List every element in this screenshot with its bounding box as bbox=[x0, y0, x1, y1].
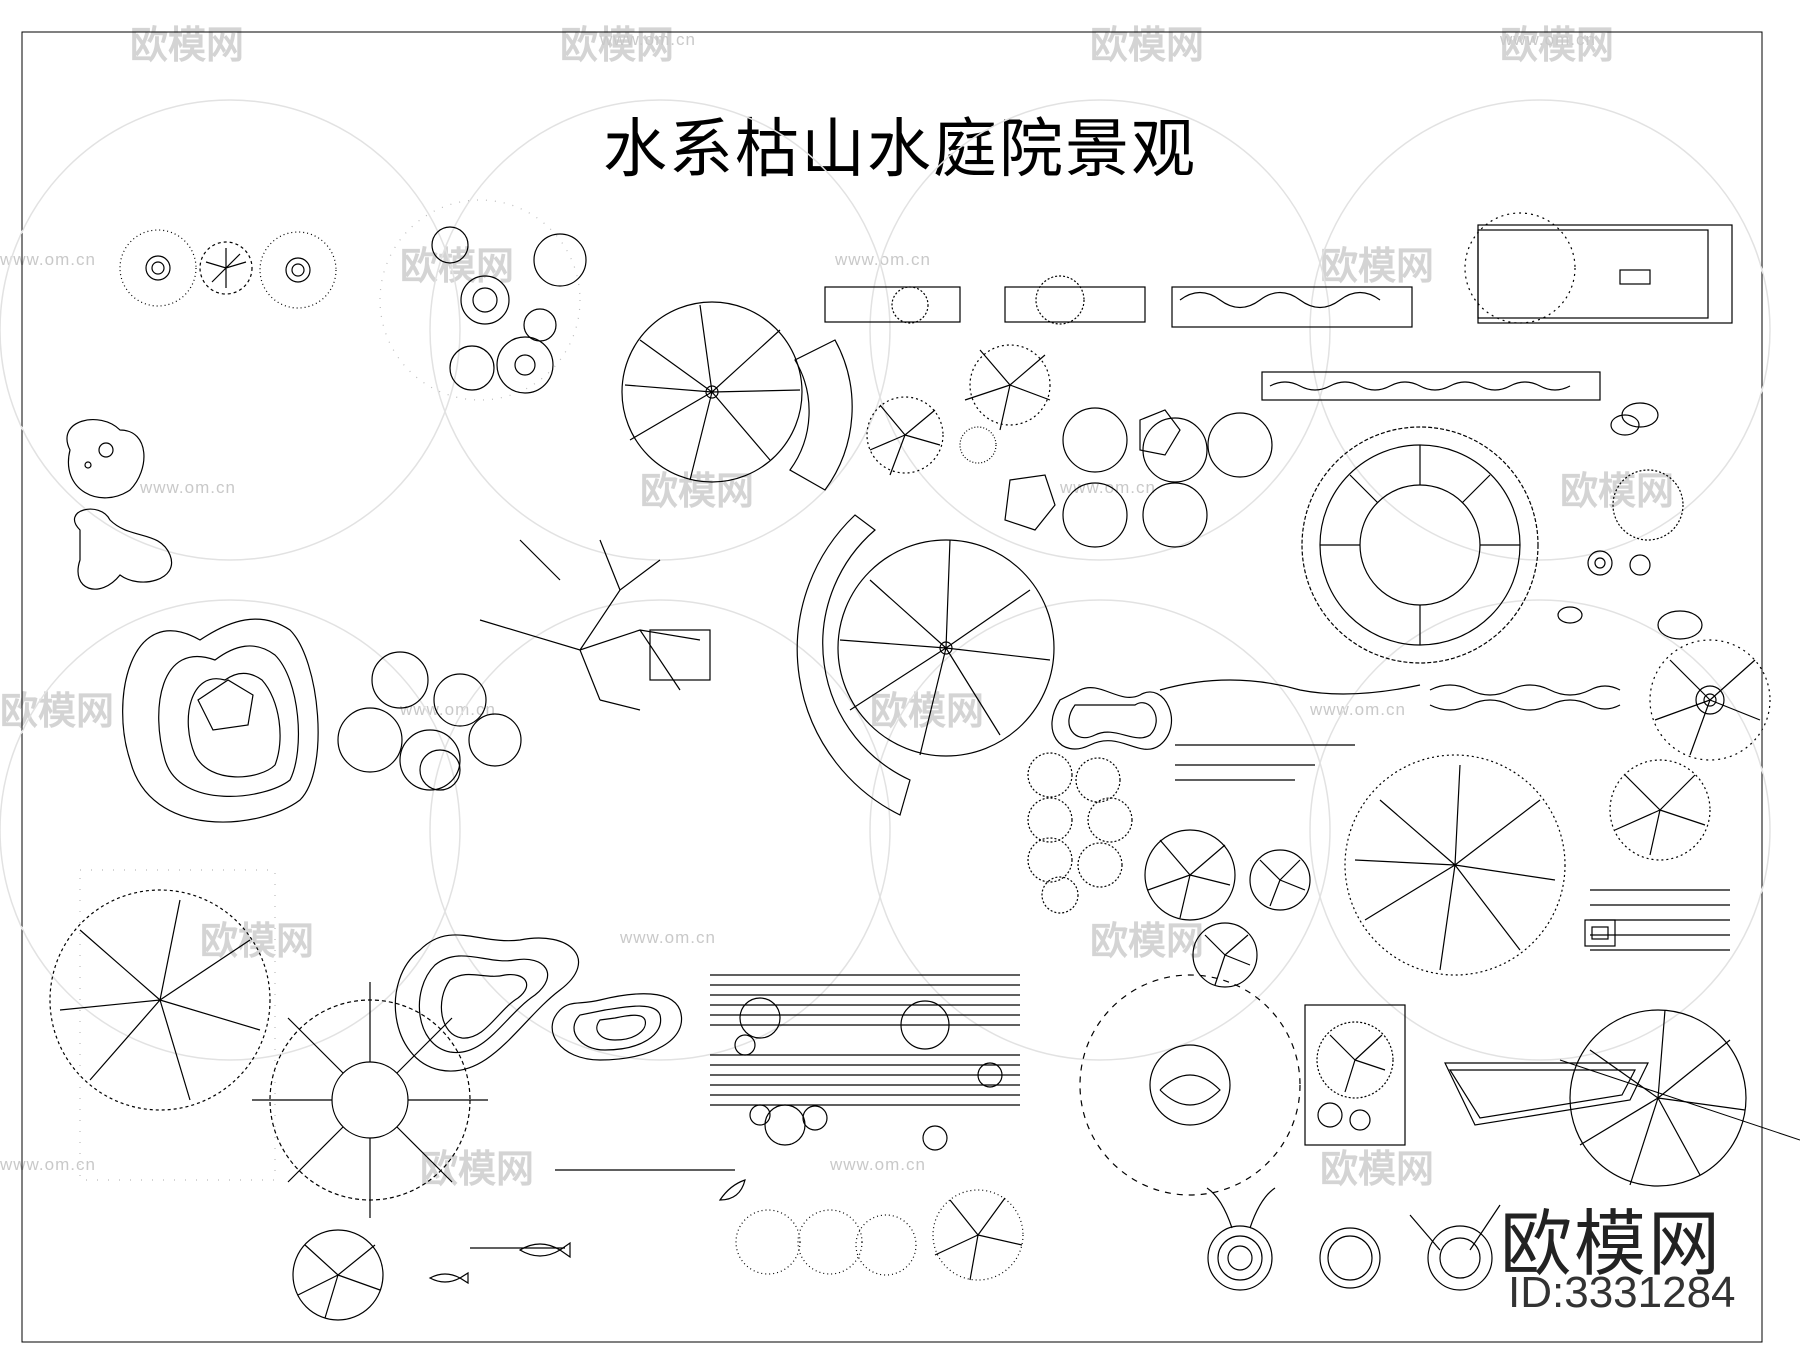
shrub-cluster-icon bbox=[379, 199, 587, 401]
tree-plan-icon bbox=[252, 982, 488, 1321]
tree-plan-icon bbox=[866, 344, 1051, 476]
planter-box-icon bbox=[1444, 1062, 1649, 1126]
document-id: ID:3331284 bbox=[1508, 1268, 1736, 1317]
tree-plan-icon bbox=[934, 1197, 1023, 1281]
tree-plan-icon bbox=[1559, 1009, 1800, 1187]
tree-plan-icon bbox=[1144, 829, 1311, 988]
fish-icon bbox=[428, 1169, 746, 1285]
drawing-title: 水系枯山水庭院景观 bbox=[603, 113, 1197, 187]
stone-icon bbox=[1079, 974, 1301, 1196]
shrub-cluster-icon bbox=[734, 997, 1003, 1151]
brand-logo: 欧模网 bbox=[1500, 1202, 1723, 1286]
shrub-cluster-icon bbox=[891, 212, 1576, 391]
pond-contour-icon bbox=[1206, 1187, 1501, 1291]
stone-icon bbox=[66, 419, 173, 590]
shrub-cluster-icon bbox=[735, 1189, 1024, 1281]
tree-plan-icon bbox=[49, 869, 276, 1181]
pond-contour-icon bbox=[122, 618, 319, 823]
pond-contour-icon bbox=[394, 934, 683, 1072]
tree-plan-icon bbox=[796, 514, 1055, 816]
shrub-cluster-icon bbox=[1557, 402, 1771, 761]
shrub-cluster-icon bbox=[119, 229, 337, 309]
watermark-ornaments bbox=[0, 99, 1771, 1061]
tree-plan-icon bbox=[1344, 754, 1730, 976]
shrub-cluster-icon bbox=[337, 651, 522, 791]
tree-plan-icon bbox=[1301, 426, 1539, 664]
tree-plan-icon bbox=[479, 539, 711, 711]
planter-box-icon bbox=[1304, 1004, 1406, 1146]
pond-contour-icon bbox=[1051, 679, 1621, 781]
shrub-cluster-icon bbox=[1027, 752, 1133, 914]
planter-box-icon bbox=[824, 224, 1733, 401]
tree-plan-icon bbox=[621, 301, 853, 491]
pond-contour-icon bbox=[710, 974, 1020, 1106]
sheet-border bbox=[21, 31, 1763, 1343]
stone-icon bbox=[1004, 407, 1273, 548]
